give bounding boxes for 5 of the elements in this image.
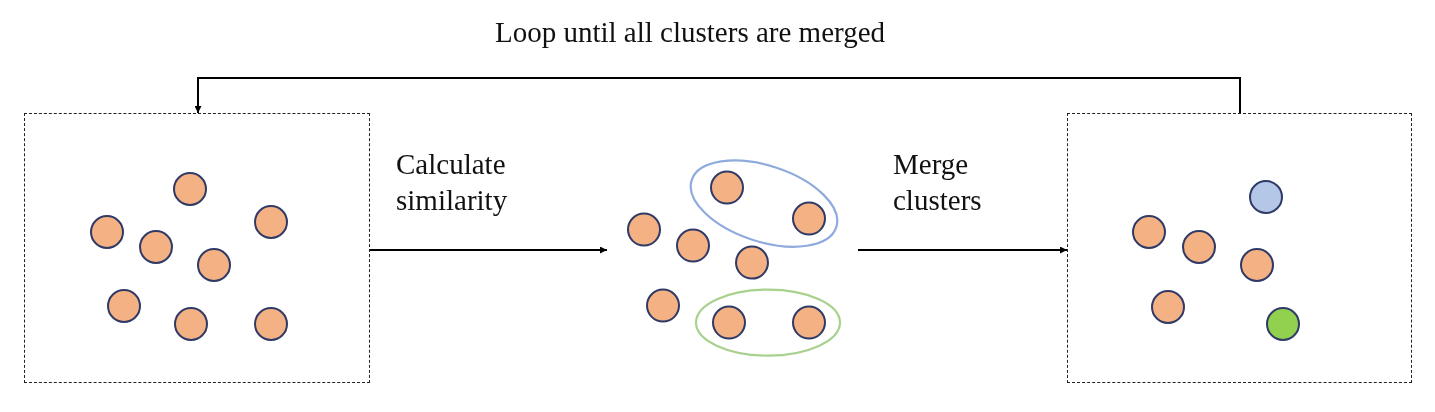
arrow	[194, 77, 1241, 114]
arrow	[369, 246, 608, 254]
dashed-frame	[24, 113, 370, 383]
arrow	[857, 246, 1068, 254]
dashed-frame	[1067, 113, 1412, 383]
